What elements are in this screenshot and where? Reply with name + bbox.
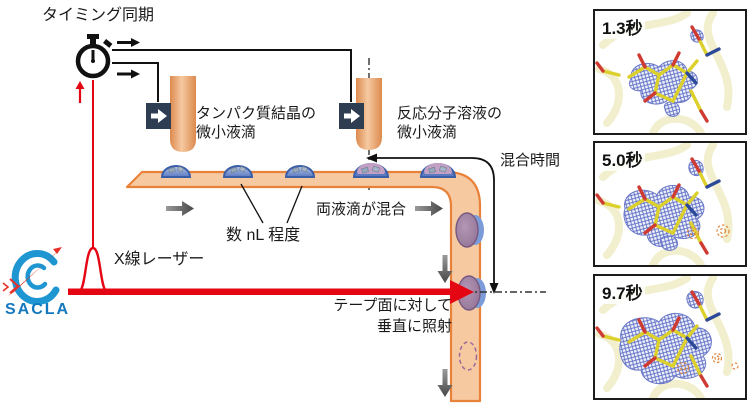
ligand-sticks [595,290,721,388]
mixed-droplets [352,163,457,178]
protein-nozzle-tube [170,76,196,152]
spent-droplet-outline [458,341,478,371]
panel-time-label-1: 1.3秒 [600,14,645,39]
sacla-logo-text: SACLA [5,301,71,318]
tape-motion-arrow-icons [166,201,453,397]
ligand-sticks [595,25,721,123]
volume-pointer-lines [240,183,303,224]
panel-time-label-3: 9.7秒 [600,279,645,304]
protein-droplets [160,165,316,178]
protein-pump-box [146,103,171,129]
irradiation-label: テープ面に対して 垂直に照射 [302,295,452,337]
tape-ribbon [125,170,482,403]
mixing-time-label: 混合時間 [500,152,561,169]
volume-label: 数 nL 程度 [226,227,301,244]
difference-density-blobs [676,352,739,375]
sync-wires [112,49,352,102]
xray-beam [68,246,474,304]
irradiation-label-line1: テープ面に対して [333,297,452,314]
density-panel-3: 9.7秒 [593,274,747,400]
xray-pulse-curve [70,246,113,293]
density-panel-1: 1.3秒 [593,9,747,135]
electron-density-mesh [628,29,704,117]
trigger-arrow-icons [117,38,140,79]
droplets-mix-label: 両液滴が混合 [316,201,407,218]
density-image-2 [595,143,733,265]
reactant-droplet-label-line2: 微小液滴 [397,124,458,141]
timing-signal-line [75,80,94,247]
xray-laser-label: X線レーザー [114,251,205,268]
density-panel-2: 5.0秒 [593,141,747,267]
vertical-tape-droplets [455,212,486,371]
timing-sync-label: タイミング同期 [42,7,155,24]
panel-time-label-2: 5.0秒 [600,146,645,171]
density-image-1 [595,11,733,133]
difference-density-blobs [686,224,730,240]
stopwatch-icon [75,34,113,79]
protein-droplet-label-line2: 微小液滴 [196,124,257,141]
reactant-droplet-label-line1: 反応分子溶液の [397,105,503,122]
reactant-pump-box [339,103,364,129]
reactant-nozzle-tube [356,78,382,150]
ligand-sticks [595,157,721,255]
protein-droplet-label-line1: タンパク質結晶の [196,105,317,122]
pump-arrow-icon [151,109,167,123]
pump-arrow-icon [344,109,360,123]
irradiation-label-line2: 垂直に照射 [376,318,452,335]
mixing-time-arrow [366,153,499,294]
sacla-logo-icon [2,247,62,305]
